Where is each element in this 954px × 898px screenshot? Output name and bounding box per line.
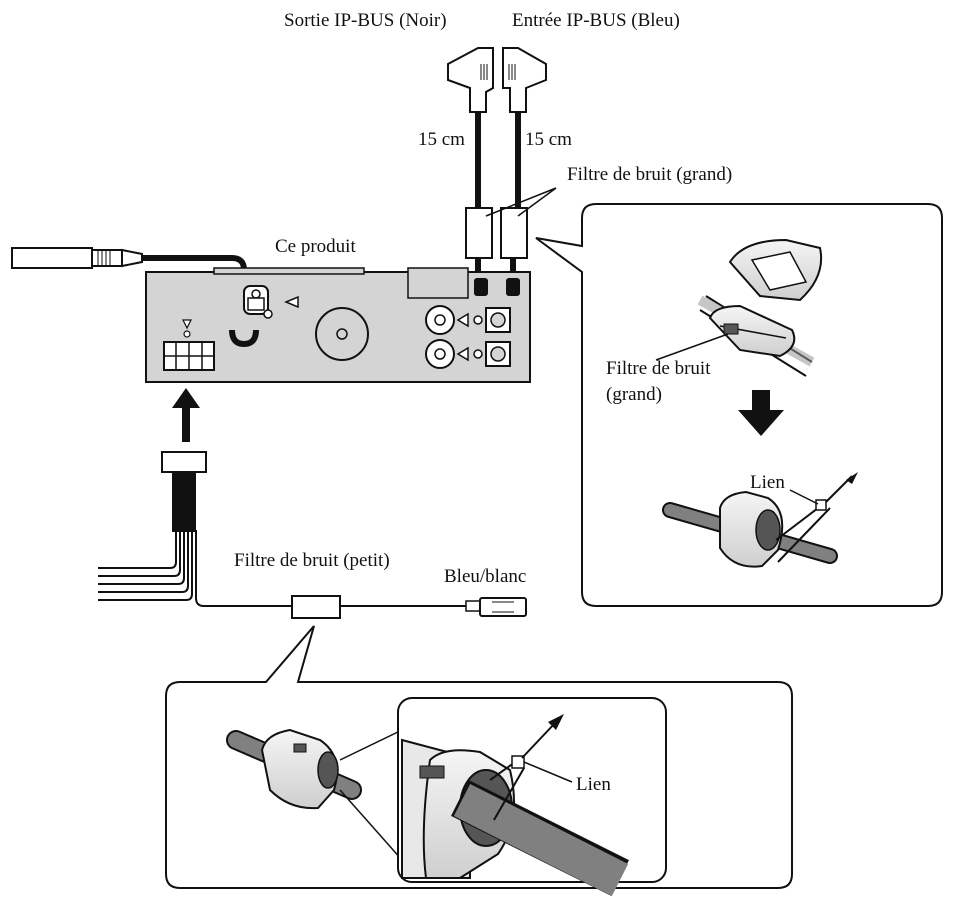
label-lien-bottom: Lien — [576, 774, 611, 795]
down-arrow-icon — [738, 390, 784, 436]
label-length-left: 15 cm — [418, 129, 465, 150]
label-filtre-petit: Filtre de bruit (petit) — [234, 550, 390, 571]
label-lien-top: Lien — [750, 472, 785, 493]
label-ce-produit: Ce produit — [275, 236, 356, 257]
closed-ferrite-core — [662, 472, 858, 568]
label-filtre-grand-inset-2: (grand) — [606, 384, 662, 405]
ip-bus-in-connector — [502, 47, 547, 113]
label-filtre-grand-inset-1: Filtre de bruit — [606, 358, 711, 379]
open-ferrite-core — [697, 238, 822, 377]
label-bleu-blanc: Bleu/blanc — [444, 566, 526, 587]
labels: Sortie IP-BUS (Noir) Entrée IP-BUS (Bleu… — [234, 10, 785, 795]
bleu-blanc-terminal — [465, 600, 481, 612]
up-arrow-icon — [172, 388, 200, 442]
noise-filter-large-2 — [500, 207, 528, 259]
noise-filter-large-1 — [465, 207, 493, 259]
small-ferrite-core — [226, 728, 362, 810]
head-unit — [145, 267, 531, 383]
label-filtre-grand: Filtre de bruit (grand) — [567, 164, 732, 185]
power-harness — [98, 451, 527, 619]
ip-bus-cables — [447, 47, 557, 290]
ip-bus-out-connector — [447, 47, 494, 113]
noise-filter-small — [291, 595, 341, 619]
label-sortie-ip-bus: Sortie IP-BUS (Noir) — [284, 10, 447, 31]
label-length-right: 15 cm — [525, 129, 572, 150]
inset-panel-small-filter — [165, 625, 793, 897]
label-entree-ip-bus: Entrée IP-BUS (Bleu) — [512, 10, 680, 31]
magnified-core — [401, 714, 629, 897]
inset-panel-large-filter — [535, 203, 943, 607]
